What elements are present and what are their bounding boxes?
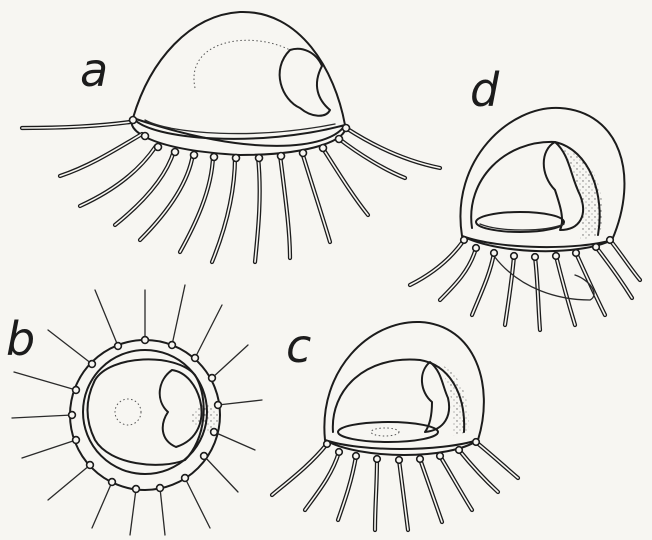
figure-c-medusa-side-view: c (272, 319, 518, 530)
figure-d-medusa-side-view: d (410, 63, 640, 330)
figure-b-stomach-outline (88, 359, 204, 464)
figure-d-bell-margin (462, 236, 612, 251)
figure-a-velum-inner (145, 120, 335, 134)
figure-d-velum-ring (476, 212, 564, 232)
figure-d-tentacle-bulbs (461, 237, 614, 261)
figure-a-bell-outline (133, 12, 345, 146)
figure-d-stippled-tissue (560, 150, 603, 240)
figure-b-mouth (115, 399, 141, 425)
figure-a-medusa-side-view: a (22, 12, 440, 262)
figure-a-bell-margin (132, 118, 346, 155)
figure-c-velum-ring (338, 422, 438, 442)
figure-c-mouth (371, 428, 399, 436)
figure-b-medusa-top-view: b (6, 285, 262, 535)
figure-d-tentacles (410, 240, 640, 330)
figure-a-label: a (80, 43, 108, 97)
figure-a-gonad-outline (194, 40, 290, 88)
figure-d-label: d (470, 63, 500, 117)
figure-b-tentacles (12, 285, 262, 535)
figure-a-manubrium (280, 49, 330, 116)
figure-b-label: b (6, 312, 35, 366)
figure-c-label: c (286, 319, 311, 373)
